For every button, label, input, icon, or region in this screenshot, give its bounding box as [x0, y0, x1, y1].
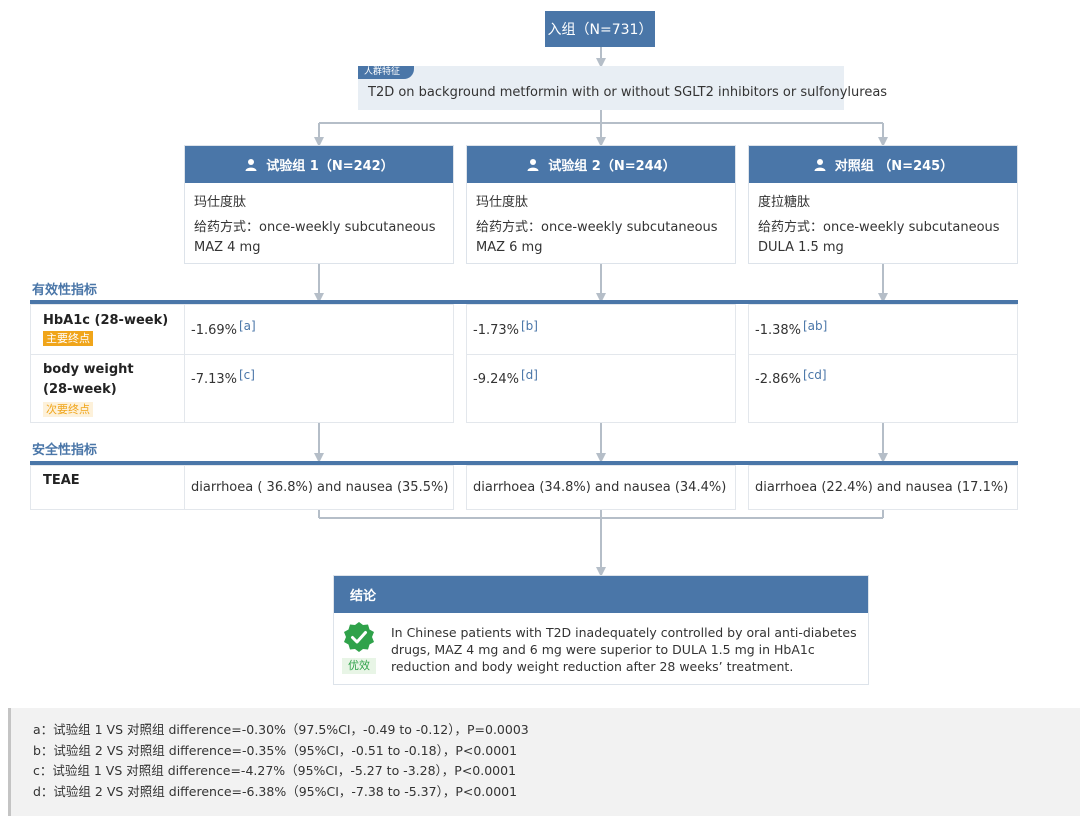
arm-dose: MAZ 6 mg — [476, 240, 543, 255]
arm-title: 对照组 （N=245） — [834, 159, 954, 174]
arm-dose: DULA 1.5 mg — [758, 240, 844, 255]
arm-card-1: 试验组 1（N=242） 玛仕度肽 给药方式：once-weekly subcu… — [184, 145, 454, 264]
efficacy-cell: -2.86%[cd] — [748, 354, 1018, 423]
efficacy-value: -2.86% — [755, 372, 801, 387]
secondary-endpoint-badge: 次要终点 — [43, 402, 93, 417]
row-label: TEAE — [43, 473, 80, 488]
safety-divider — [30, 461, 1018, 465]
arm-route: 给药方式：once-weekly subcutaneous — [476, 220, 718, 235]
safety-value: diarrhoea (34.8%) and nausea (34.4%) — [473, 480, 727, 495]
safety-cell: diarrhoea (22.4%) and nausea (17.1%) — [748, 465, 1018, 510]
footnote-ref: [cd] — [803, 368, 827, 382]
row-label: HbA1c (28-week) — [43, 313, 169, 328]
arm-drug: 玛仕度肽 — [476, 195, 529, 210]
arm-card-3: 对照组 （N=245） 度拉糖肽 给药方式：once-weekly subcut… — [748, 145, 1018, 264]
footnote-b: b：试验组 2 VS 对照组 difference=-0.35%（95%CI，-… — [33, 742, 518, 758]
arm-route: 给药方式：once-weekly subcutaneous — [194, 220, 436, 235]
efficacy-value: -7.13% — [191, 372, 237, 387]
efficacy-value: -9.24% — [473, 372, 519, 387]
person-icon — [814, 158, 826, 171]
enrollment-box: 入组（N=731） — [545, 11, 655, 47]
arm-drug: 度拉糖肽 — [758, 195, 811, 210]
efficacy-cell: -7.13%[c] — [184, 354, 454, 423]
efficacy-divider — [30, 300, 1018, 304]
person-icon — [245, 158, 257, 171]
arm-dose: MAZ 4 mg — [194, 240, 261, 255]
safety-value: diarrhoea ( 36.8%) and nausea (35.5%) — [191, 480, 449, 495]
population-text: T2D on background metformin with or with… — [368, 85, 888, 100]
arm-card-2: 试验组 2（N=244） 玛仕度肽 给药方式：once-weekly subcu… — [466, 145, 736, 264]
safety-cell: diarrhoea (34.8%) and nausea (34.4%) — [466, 465, 736, 510]
superiority-badge: 优效 — [342, 658, 376, 674]
footnote-ref: [ab] — [803, 319, 828, 333]
efficacy-cell: -1.38%[ab] — [748, 304, 1018, 355]
conclusion-header: 结论 — [334, 576, 868, 613]
safety-cell: diarrhoea ( 36.8%) and nausea (35.5%) — [184, 465, 454, 510]
arm-route: 给药方式：once-weekly subcutaneous — [758, 220, 1000, 235]
conclusion-text: In Chinese patients with T2D inadequatel… — [391, 625, 857, 674]
efficacy-cell: -9.24%[d] — [466, 354, 736, 423]
efficacy-cell: -1.73%[b] — [466, 304, 736, 355]
population-box: 人群特征 T2D on background metformin with or… — [358, 66, 887, 110]
efficacy-row-label-hba1c: HbA1c (28-week) 主要终点 — [30, 304, 185, 355]
person-icon — [527, 158, 539, 171]
arm-header: 试验组 2（N=244） — [467, 146, 735, 183]
efficacy-section-title: 有效性指标 — [32, 283, 98, 298]
efficacy-cell: -1.69%[a] — [184, 304, 454, 355]
footnote-ref: [b] — [521, 319, 538, 333]
footnotes: a：试验组 1 VS 对照组 difference=-0.30%（97.5%CI… — [8, 708, 1080, 816]
arm-title: 试验组 1（N=242） — [266, 159, 394, 174]
efficacy-value: -1.69% — [191, 323, 237, 338]
arm-drug: 玛仕度肽 — [194, 195, 247, 210]
safety-section-title: 安全性指标 — [32, 443, 98, 458]
footnote-ref: [c] — [239, 368, 255, 382]
footnote-ref: [d] — [521, 368, 538, 382]
arm-title: 试验组 2（N=244） — [548, 159, 676, 174]
conclusion-box: 结论 优效 In Chinese patients with T2D inade… — [333, 575, 869, 685]
efficacy-row-label-body-weight: body weight (28-week) 次要终点 — [30, 354, 185, 423]
footnote-d: d：试验组 2 VS 对照组 difference=-6.38%（95%CI，-… — [33, 783, 518, 799]
row-label: body weight (28-week) — [43, 362, 134, 397]
efficacy-value: -1.73% — [473, 323, 519, 338]
population-tag: 人群特征 — [358, 66, 415, 79]
safety-row-label-teae: TEAE — [30, 465, 185, 510]
enrollment-label: 入组（N=731） — [547, 22, 653, 38]
primary-endpoint-badge: 主要终点 — [43, 331, 93, 346]
safety-value: diarrhoea (22.4%) and nausea (17.1%) — [755, 480, 1009, 495]
footnote-a: a：试验组 1 VS 对照组 difference=-0.30%（97.5%CI… — [33, 722, 529, 737]
efficacy-value: -1.38% — [755, 323, 801, 338]
footnote-ref: [a] — [239, 319, 256, 333]
footnote-c: c：试验组 1 VS 对照组 difference=-4.27%（95%CI，-… — [33, 763, 517, 778]
check-badge-icon — [344, 622, 374, 652]
arm-header: 对照组 （N=245） — [749, 146, 1017, 183]
conclusion-title: 结论 — [350, 589, 377, 604]
arm-header: 试验组 1（N=242） — [185, 146, 453, 183]
